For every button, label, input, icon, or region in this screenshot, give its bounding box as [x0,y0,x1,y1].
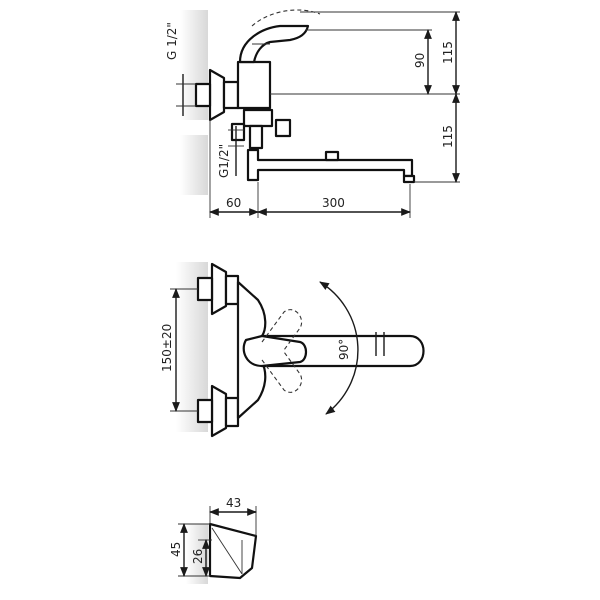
spout-connector [248,124,264,150]
flange-view: 43 45 26 [169,496,258,584]
dim-43-label: 43 [226,496,241,510]
spout-ring [324,150,340,162]
flange-lower [210,384,228,438]
dim-60-label: 60 [226,196,241,210]
dim-26-label: 26 [191,549,205,564]
dim-115-top-label: 115 [441,41,455,64]
mixer-lever [238,24,310,64]
thread-bottom-label: G1/2" [217,144,231,178]
side-view: G 1/2" G1/2" 90 115 115 60 300 [165,9,460,218]
angle-arc [319,281,359,415]
dim-300-label: 300 [322,196,345,210]
connector-lower [196,398,214,424]
eccentric-nut [222,80,240,110]
wall-shading-middle [180,135,208,195]
top-view: 90° 150±20 [160,262,425,438]
wall-flange [208,68,226,122]
lever-ghost-left [261,309,302,351]
mixer-body [236,60,272,110]
connector-upper [196,276,214,302]
flange-inner-line [211,527,243,575]
dim-45-label: 45 [169,542,183,557]
inlet-nut-left [230,122,246,142]
dim-90-label: 90 [413,53,427,68]
dim-115-bottom-label: 115 [441,125,455,148]
aerator [402,174,416,184]
lever-ghost-right [261,351,302,393]
flange-upper [210,262,228,316]
dim-spacing-label: 150±20 [160,324,174,372]
lever-top [242,334,308,368]
thread-top-label: G 1/2" [165,22,179,60]
diverter-block [242,108,274,128]
angle-label: 90° [337,339,351,360]
flange-profile [208,522,258,580]
nut-upper [224,274,240,306]
nut-lower [224,396,240,428]
diverter-knob [274,118,292,138]
wall-connector [194,82,212,108]
